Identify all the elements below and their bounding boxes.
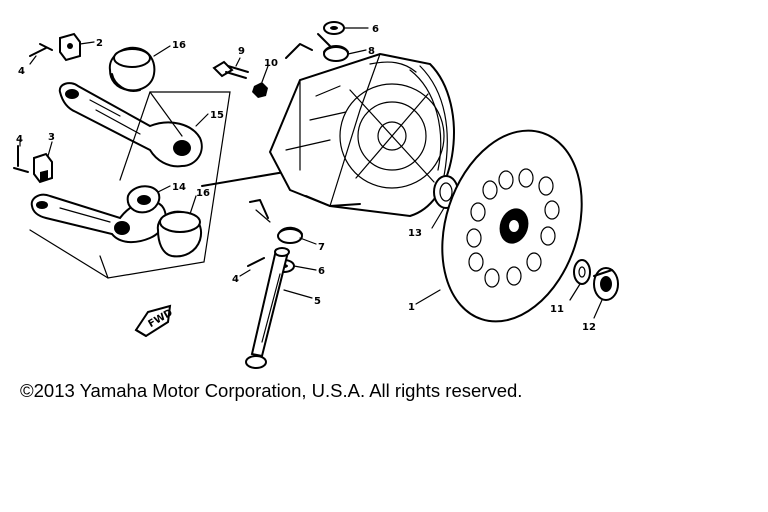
callout-8: 8: [368, 46, 375, 57]
part-9-bolt: [212, 60, 249, 79]
main-housing: [268, 52, 455, 218]
callout-6: 6: [372, 24, 379, 35]
part-3-block: [33, 152, 53, 184]
part-2-block: [59, 32, 81, 62]
callout-16: 16: [172, 40, 186, 51]
callout-4: 4: [16, 134, 23, 145]
part-5-shaft: [245, 247, 290, 369]
callout-16: 16: [196, 188, 210, 199]
part-7-spring: [249, 199, 303, 244]
part-10-nut: [252, 82, 268, 98]
callout-15: 15: [210, 110, 224, 121]
callouts: 2 16 4 9 10 6 8 15 4 3 14 16 13 7 6 4 5 …: [16, 24, 596, 333]
callout-4: 4: [18, 66, 25, 77]
part-15-upper-arm: [58, 82, 203, 168]
part-4-pin-upper: [29, 43, 53, 57]
callout-13: 13: [408, 228, 422, 239]
callout-2: 2: [96, 38, 103, 49]
leader-lines: [19, 27, 603, 319]
callout-4: 4: [232, 274, 239, 285]
part-4-pin-left: [13, 145, 29, 173]
group-bracket: [29, 91, 231, 279]
part-1-brake-disc: [441, 129, 583, 323]
callout-11: 11: [550, 304, 564, 315]
fwd-marker: FWD: [134, 304, 175, 338]
callout-10: 10: [264, 58, 278, 69]
part-6-washer-upper: [323, 21, 345, 35]
copyright-notice: ©2013 Yamaha Motor Corporation, U.S.A. A…: [20, 380, 523, 401]
part-8-spring: [285, 33, 349, 62]
callout-12: 12: [582, 322, 596, 333]
part-14-lower-arm: [30, 185, 167, 244]
part-16-roller-upper: [108, 46, 156, 92]
callout-5: 5: [314, 296, 321, 307]
part-4-pin-lower: [247, 257, 265, 267]
callout-7: 7: [318, 242, 325, 253]
callout-6: 6: [318, 266, 325, 277]
part-11-washer: [573, 259, 591, 285]
callout-14: 14: [172, 182, 186, 193]
callout-3: 3: [48, 132, 55, 143]
part-16-roller-lower: [156, 210, 202, 258]
callout-9: 9: [238, 46, 245, 57]
part-12-bearing: [593, 267, 619, 301]
callout-1: 1: [408, 302, 415, 313]
